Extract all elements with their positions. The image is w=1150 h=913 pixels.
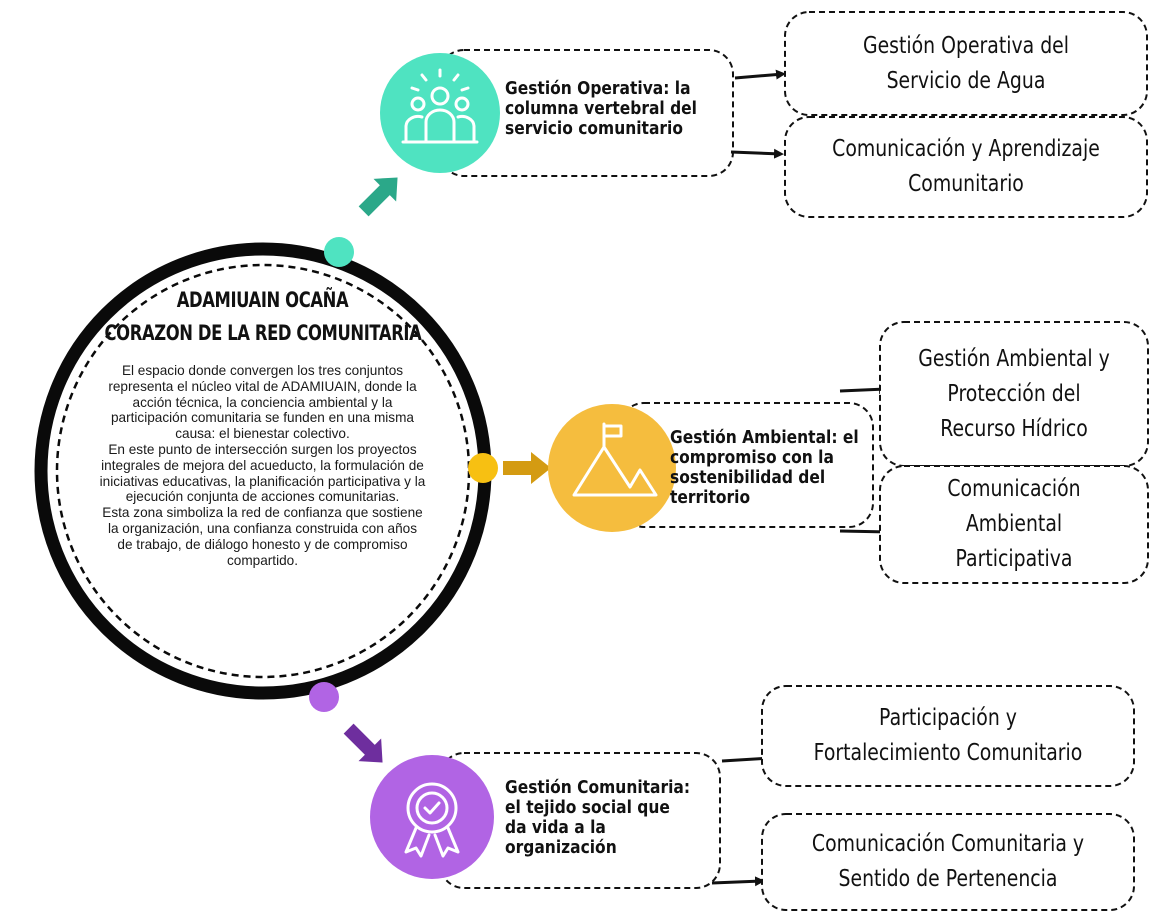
subitem-comunitaria-1: Participación y Fortalecimiento Comunita… <box>813 705 1083 766</box>
connector-dot-middle <box>468 453 498 483</box>
subitem-ambiental-2: Comunicación Ambiental Participativa <box>947 476 1081 572</box>
subitem-box-ambiental-2 <box>879 465 1149 584</box>
arrow-to-ambiental <box>503 452 551 484</box>
connector-dot-top <box>324 237 354 267</box>
center-paragraph-1: El espacio donde convergen los tres conj… <box>108 363 417 442</box>
subitem-operativa-1: Gestión Operativa del Servicio de Agua <box>862 32 1070 94</box>
ambiental-heading: Gestión Ambiental: el compromiso con la … <box>670 427 859 508</box>
center-title-line2: CORAZON DE LA RED COMUNITARIA <box>104 321 422 345</box>
center-description: El espacio donde convergen los tres conj… <box>60 363 465 568</box>
operativa-heading-box <box>439 49 734 177</box>
ambiental-heading-box <box>619 402 874 528</box>
center-paragraph-2: En este punto de intersección surgen los… <box>99 441 426 505</box>
subitem-comunitaria-2: Comunicación Comunitaria y Sentido de Pe… <box>811 831 1085 892</box>
comunitaria-icon-circle <box>370 755 494 879</box>
arrow-to-operativa <box>358 177 398 217</box>
center-title-line1: ADAMIUAIN OCAÑA <box>176 288 349 312</box>
badge-check-icon <box>404 782 460 858</box>
arrow-to-comunitaria <box>343 723 383 763</box>
ambiental-icon-circle <box>548 404 676 532</box>
subitem-box-comunitaria-1 <box>761 685 1135 787</box>
subitem-ambiental-1: Gestión Ambiental y Protección del Recur… <box>918 345 1110 442</box>
operativa-heading: Gestión Operativa: la columna vertebral … <box>505 78 697 139</box>
connector-dot-bottom <box>309 682 339 712</box>
center-title: ADAMIUAIN OCAÑA CORAZON DE LA RED COMUNI… <box>104 284 422 350</box>
center-paragraph-3: Esta zona simboliza la red de confianza … <box>102 505 423 568</box>
subitem-box-operativa-2 <box>784 116 1148 218</box>
subitem-box-operativa-1 <box>784 11 1148 116</box>
subitem-box-comunitaria-2 <box>761 813 1135 911</box>
subitem-operativa-2: Comunicación y Aprendizaje Comunitario <box>832 136 1100 197</box>
comunitaria-heading-box <box>439 752 721 889</box>
comunitaria-heading: Gestión Comunitaria: el tejido social qu… <box>505 777 691 858</box>
team-people-icon <box>401 68 479 144</box>
mountain-flag-icon <box>572 422 658 497</box>
